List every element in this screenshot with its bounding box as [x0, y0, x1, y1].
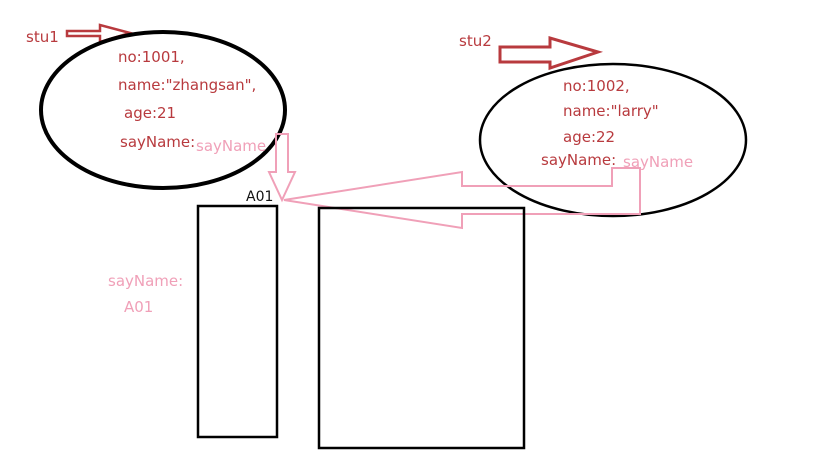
function-object-rect	[196, 204, 279, 439]
stu2-sayname-arrow	[283, 167, 641, 230]
stu2-sayname-ref: sayName	[623, 153, 693, 171]
function-sayname-key: sayName:	[108, 272, 183, 290]
stu2-name: name:"larry"	[563, 102, 659, 120]
stu1-pointer-arrow	[65, 23, 135, 44]
stu2-object-ellipse	[478, 62, 748, 218]
stu2-label: stu2	[459, 32, 492, 50]
stu1-age: age:21	[124, 104, 176, 122]
stu1-sayname-ref: sayName	[196, 137, 266, 155]
stu2-pointer-arrow	[498, 36, 604, 71]
stu2-sayname-key: sayName:	[541, 151, 616, 169]
stu1-no: no:1001,	[118, 48, 185, 66]
stu1-object-ellipse	[39, 30, 287, 190]
heap-block-rect	[317, 206, 526, 450]
function-address-label: A01	[246, 189, 273, 205]
stu1-label: stu1	[26, 28, 59, 46]
stu2-age: age:22	[563, 128, 615, 146]
stu1-sayname-key: sayName:	[120, 133, 195, 151]
stu1-sayname-arrow	[267, 133, 297, 203]
stu2-no: no:1002,	[563, 77, 630, 95]
function-sayname-value: A01	[124, 298, 153, 316]
stu1-name: name:"zhangsan",	[118, 76, 256, 94]
